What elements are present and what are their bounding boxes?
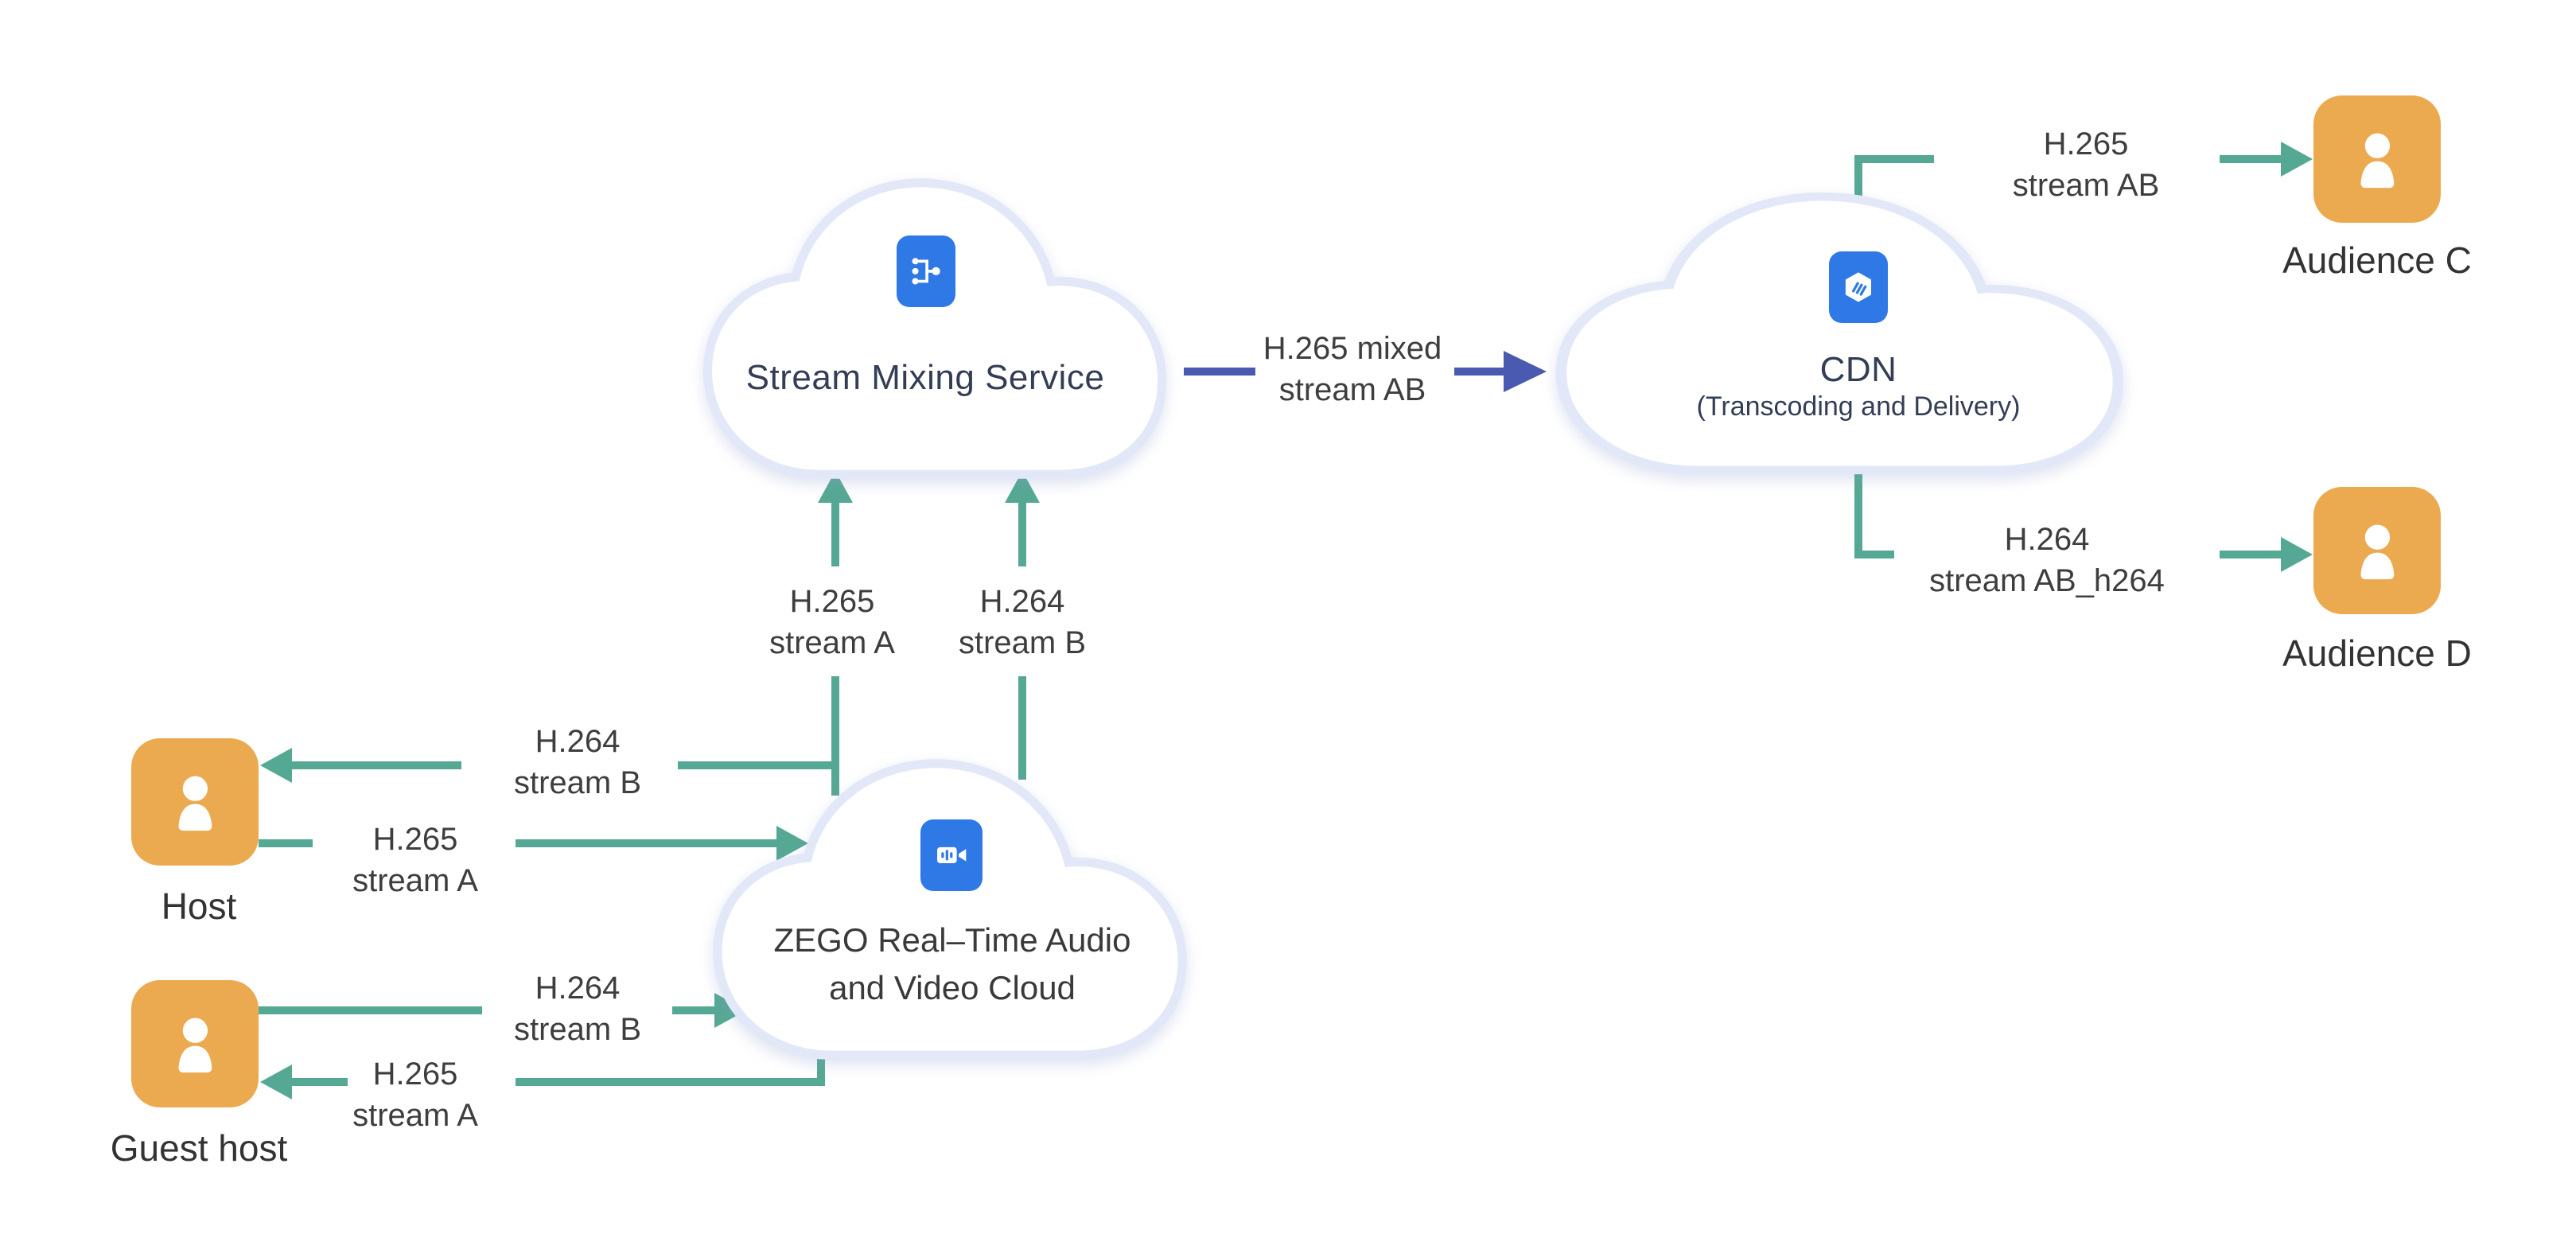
cloud-stream-mixing-service: [694, 173, 1181, 484]
edge-host-to-zego-segment: [259, 839, 313, 847]
edge-label-zego-to-mixer-a: H.265 stream A: [769, 584, 895, 660]
actor-label-guest-host: Guest host: [110, 1127, 288, 1169]
actor-host: [131, 738, 259, 866]
edge-cdn-to-audience-c-segment: [1854, 155, 1934, 163]
hexagon-delivery-icon: [1829, 251, 1888, 323]
person-icon: [178, 776, 212, 831]
actor-audience-d: [2313, 487, 2441, 614]
edge-label-zego-to-mixer-b: H.264 stream B: [958, 584, 1087, 660]
edge-label-guest-to-zego: H.264 stream B: [513, 971, 642, 1047]
edge-zego-to-mixer-a-segment: [831, 676, 839, 796]
edge-zego-to-guest-elbow: [817, 1049, 825, 1086]
arrowhead-cdn-to-audience-c: [2281, 142, 2313, 177]
actor-guest-host: [131, 980, 259, 1107]
edge-label-cdn-to-audience-d: H.264 stream AB_h264: [1929, 522, 2165, 598]
person-icon: [178, 1018, 212, 1072]
edge-cdn-to-audience-d-segment: [2220, 551, 2281, 558]
merge-node-icon: [897, 235, 955, 307]
edge-zego-to-mixer-b-segment: [1018, 503, 1026, 566]
actor-audience-c: [2313, 95, 2441, 223]
edge-cdn-to-audience-c-elbow: [1854, 158, 1862, 200]
edge-guest-to-zego-segment: [259, 1006, 482, 1014]
arrowhead-zego-to-host: [260, 748, 292, 783]
edge-zego-to-host-segment: [678, 761, 839, 769]
edge-cdn-to-audience-d-segment: [1854, 551, 1894, 558]
edge-zego-to-mixer-a-segment: [831, 503, 839, 566]
actor-label-host: Host: [161, 885, 237, 927]
arrowhead-zego-to-guest: [260, 1064, 292, 1099]
edge-zego-to-host-segment: [292, 761, 461, 769]
cloud-cdn: [1544, 188, 2141, 479]
actor-label-audience-c: Audience C: [2282, 239, 2472, 281]
edge-cdn-to-audience-c-segment: [2220, 155, 2281, 163]
cloud-zego: [703, 754, 1201, 1064]
edge-mixer-to-cdn-segment: [1454, 368, 1504, 376]
person-icon: [2360, 524, 2394, 579]
arrowhead-mixer-to-cdn: [1504, 351, 1547, 392]
actor-label-audience-d: Audience D: [2282, 632, 2472, 674]
edge-guest-to-zego-segment: [672, 1006, 714, 1014]
edge-cdn-to-audience-d-elbow: [1854, 465, 1862, 558]
video-camera-icon: [920, 819, 983, 891]
cloud-subtitle-cdn: (Transcoding and Delivery): [1696, 391, 2021, 422]
edge-label-host-to-zego: H.265 stream A: [352, 822, 478, 898]
edge-mixer-to-cdn-segment: [1184, 368, 1255, 376]
cloud-title-zego: ZEGO Real–Time Audio and Video Cloud: [773, 921, 1131, 1006]
edge-host-to-zego-segment: [516, 839, 776, 847]
cloud-title-cdn: CDN: [1819, 350, 1897, 389]
person-icon: [2360, 133, 2394, 188]
edge-zego-to-guest-segment: [516, 1078, 825, 1086]
cloud-title-stream-mixing: Stream Mixing Service: [745, 358, 1105, 397]
arrowhead-cdn-to-audience-d: [2281, 537, 2313, 572]
edge-label-cdn-to-audience-c: H.265 stream AB: [2012, 126, 2160, 203]
edge-label-zego-to-guest: H.265 stream A: [352, 1057, 478, 1133]
edge-label-mixer-to-cdn: H.265 mixed stream AB: [1263, 331, 1442, 407]
edge-label-zego-to-host: H.264 stream B: [513, 724, 642, 800]
edge-zego-to-guest-segment: [292, 1078, 348, 1086]
edge-zego-to-mixer-b-segment: [1018, 676, 1026, 780]
